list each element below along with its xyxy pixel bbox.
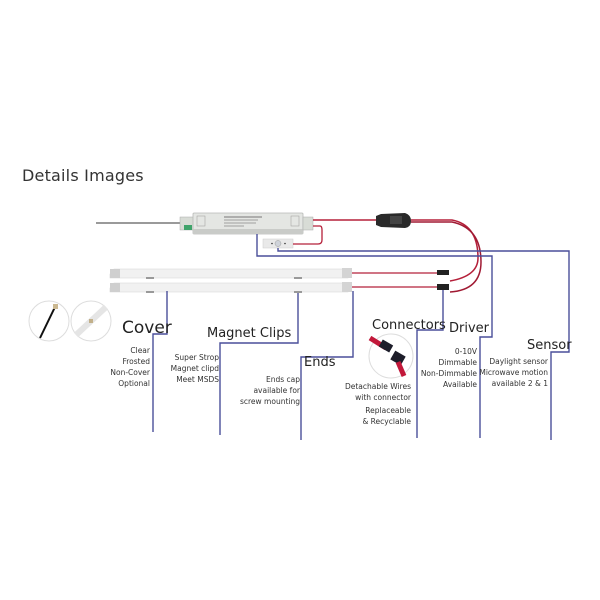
connectors-line: Replaceable [365, 406, 411, 415]
ends-leader-line [300, 291, 354, 440]
connectors-line: with connector [355, 393, 411, 402]
wire-connector-icon [368, 333, 414, 379]
led-tube-icon [109, 268, 352, 293]
split-wire-1 [411, 219, 479, 282]
sensor-line: available 2 & 1 [491, 379, 548, 388]
ends-description: Ends cap available for screw mounting [240, 374, 300, 407]
sensor-heading: Sensor [527, 338, 572, 353]
cover-line: Frosted [122, 357, 151, 366]
driver-description: 0-10V Dimmable Non-Dimmable Available [421, 346, 477, 390]
connectors-heading: Connectors [372, 318, 446, 333]
page-title: Details Images [22, 166, 144, 185]
ends-line: available for [253, 386, 300, 395]
ends-heading: Ends [304, 355, 336, 370]
magnet-clips-line: Magnet clipd [170, 364, 219, 373]
led-driver-icon [179, 212, 314, 235]
connectors-line: Detachable Wires [344, 382, 411, 391]
magnet-clips-heading: Magnet Clips [207, 326, 292, 341]
sensor-leader-line [277, 248, 570, 440]
magnet-clips-line: Meet MSDS [176, 375, 219, 384]
cover-description: Clear Frosted Non-Cover Optional [110, 345, 150, 389]
magnet-clips-line: Super Strop [174, 353, 219, 362]
ends-line: screw mounting [239, 397, 300, 406]
sensor-icon [262, 238, 294, 249]
cover-leader-line [152, 291, 168, 432]
cover-line: Clear [130, 346, 150, 355]
connectors-leader-line [416, 290, 444, 438]
connectors-description: Detachable Wires with connector [345, 381, 411, 403]
inline-connector-icon [376, 213, 411, 228]
sensor-line: Daylight sensor [489, 357, 548, 366]
driver-line: Non-Dimmable [420, 369, 477, 378]
tube-connector-1 [437, 270, 449, 275]
sensor-wire [293, 225, 323, 245]
driver-leader-line [256, 234, 493, 438]
driver-heading: Driver [449, 321, 490, 336]
tube-connector-2 [437, 284, 449, 290]
connectors-line: & Recyclable [362, 417, 411, 426]
split-wire-2 [411, 221, 482, 293]
magnet-clips-description: Super Strop Magnet clipd Meet MSDS [171, 352, 219, 385]
connectors-description-2: Replaceable & Recyclable [362, 405, 411, 427]
magnet-clips-leader-line [219, 293, 299, 435]
cover-line: Optional [118, 379, 150, 388]
driver-line: 0-10V [454, 347, 477, 356]
sensor-description: Daylight sensor Microwave motion availab… [479, 356, 548, 389]
cover-detail-black-icon [28, 300, 70, 342]
cover-heading: Cover [122, 318, 172, 338]
cover-detail-clear-icon [70, 300, 112, 342]
driver-line: Dimmable [438, 358, 477, 367]
driver-line: Available [443, 380, 477, 389]
ends-line: Ends cap [265, 375, 300, 384]
cover-line: Non-Cover [110, 368, 150, 377]
sensor-line: Microwave motion [479, 368, 548, 377]
